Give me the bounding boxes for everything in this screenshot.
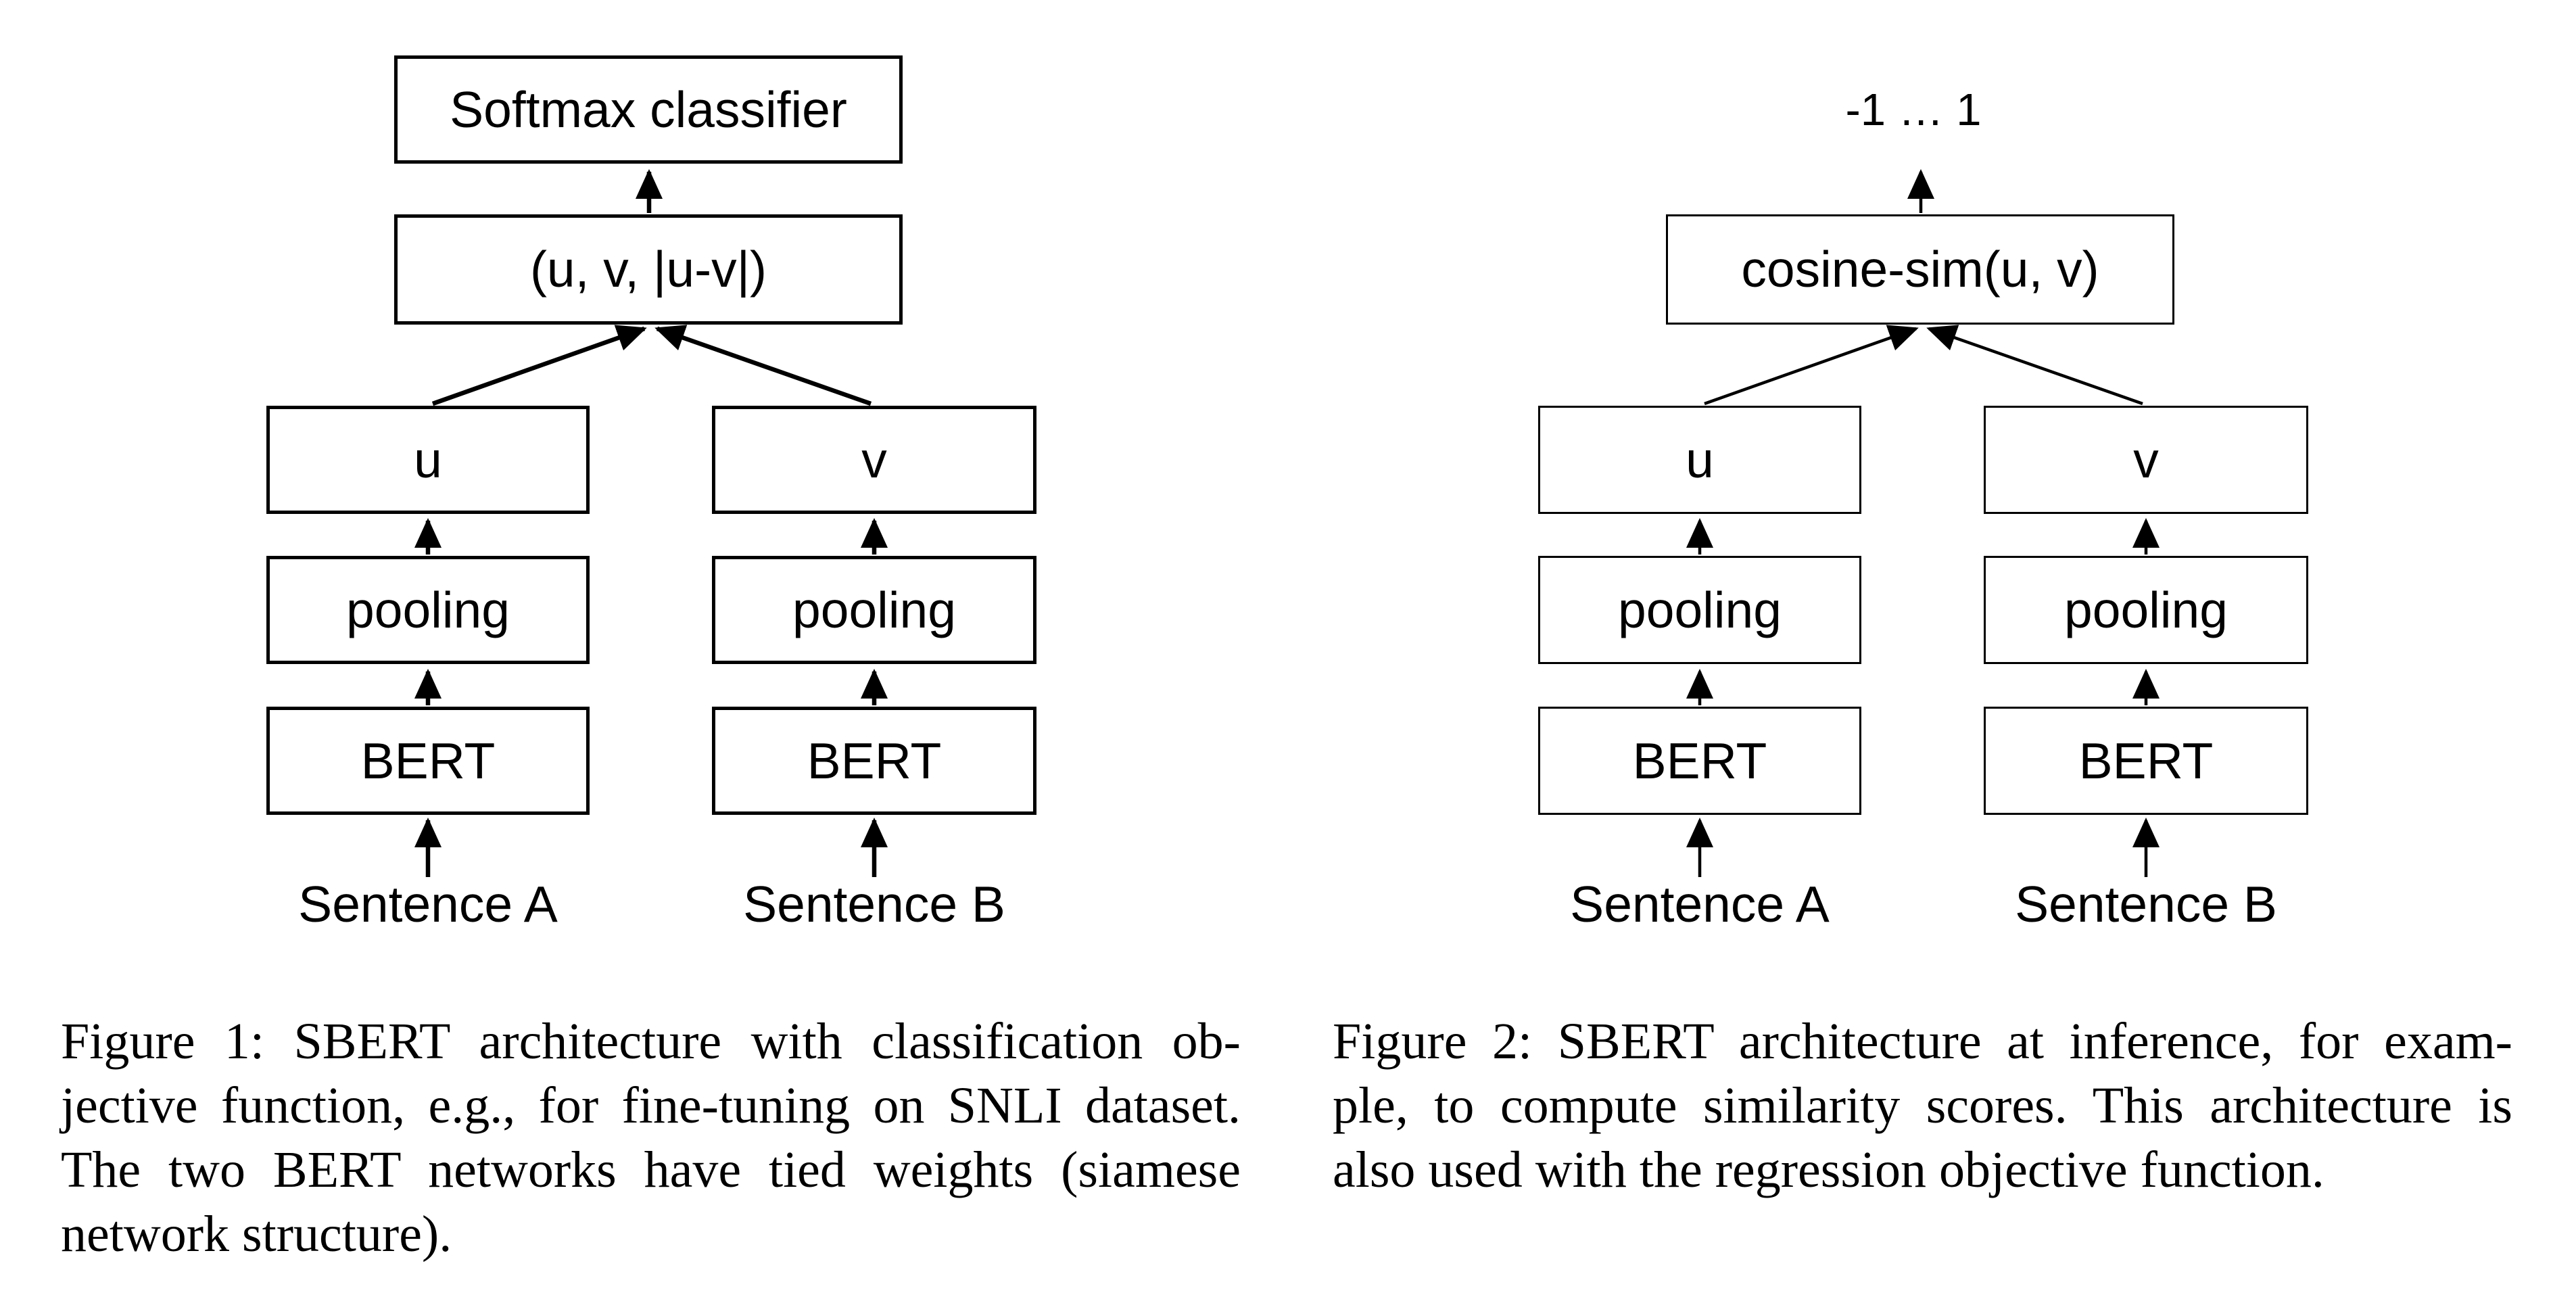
arrow-v-to-cosine: [1926, 325, 2143, 406]
pooling-right-box: pooling: [712, 556, 1036, 664]
bert-right-box: BERT: [1984, 707, 2308, 815]
sentence-b-label: Sentence B: [743, 876, 1005, 933]
v-embedding-box: v: [712, 406, 1036, 514]
figure2-caption: Figure 2: SBERT architecture at inferenc…: [1333, 1010, 2512, 1202]
bert-left-box: BERT: [266, 707, 590, 815]
figure1-caption: Figure 1: SBERT architecture with classi…: [61, 1010, 1241, 1267]
pooling-left-box: pooling: [1538, 556, 1861, 664]
sentence-a-label: Sentence A: [1570, 876, 1830, 933]
sentence-b-label: Sentence B: [2015, 876, 2277, 933]
figure2-arrows: [1686, 169, 2160, 877]
caption-line: Figure 2: SBERT architecture at inferenc…: [1333, 1013, 2512, 1070]
sentence-a-label: Sentence A: [298, 876, 558, 933]
similarity-score-range-label: -1 … 1: [1845, 85, 1982, 135]
caption-line: jective function, e.g., for fine-tuning …: [61, 1077, 1241, 1134]
cosine-sim-box: cosine-sim(u, v): [1666, 214, 2174, 325]
caption-line: The two BERT networks have tied weights …: [61, 1141, 1241, 1198]
figure1-diagram: Softmax classifier (u, v, |u-v|) u v poo…: [0, 0, 1291, 987]
pooling-right-box: pooling: [1984, 556, 2308, 664]
softmax-classifier-box: Softmax classifier: [394, 55, 903, 164]
caption-line: network structure).: [61, 1206, 452, 1263]
figure1-arrows: [414, 169, 888, 877]
caption-line: Figure 1: SBERT architecture with classi…: [61, 1013, 1241, 1070]
caption-line: ple, to compute similarity scores. This …: [1333, 1077, 2512, 1134]
caption-line: also used with the regression objective …: [1333, 1141, 2324, 1198]
u-embedding-box: u: [266, 406, 590, 514]
arrow-u-to-concat: [431, 325, 647, 406]
arrow-u-to-cosine: [1704, 325, 1919, 406]
v-embedding-box: v: [1984, 406, 2308, 514]
arrow-v-to-concat: [654, 325, 872, 406]
pooling-left-box: pooling: [266, 556, 590, 664]
bert-left-box: BERT: [1538, 707, 1861, 815]
figure2-diagram: -1 … 1 cosine-sim(u, v) u v pooling pool…: [1272, 0, 2563, 987]
u-embedding-box: u: [1538, 406, 1861, 514]
concat-uv-box: (u, v, |u-v|): [394, 214, 903, 325]
bert-right-box: BERT: [712, 707, 1036, 815]
